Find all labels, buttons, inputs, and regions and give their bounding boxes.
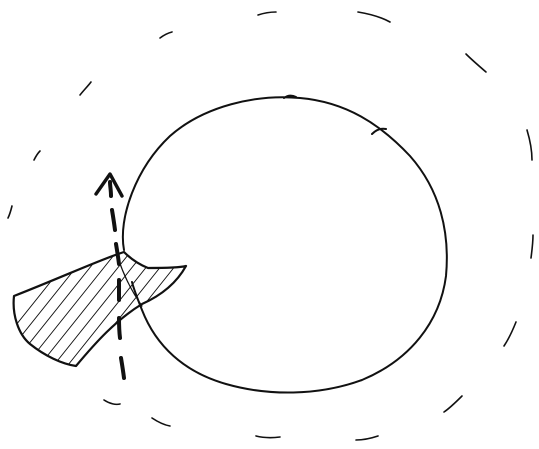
ring-dash	[8, 206, 12, 218]
hatched-wedge	[0, 180, 272, 380]
ring-dash	[466, 54, 486, 72]
ring-dash	[358, 12, 390, 22]
hatch-line	[0, 180, 146, 380]
arrow-shaft-dash	[116, 244, 119, 264]
ring-dash	[34, 151, 40, 160]
ring-dash	[104, 400, 120, 404]
arrow-shaft-dash	[112, 210, 115, 230]
ring-dash	[258, 12, 276, 15]
ring-dash	[256, 436, 280, 438]
central-circle	[123, 96, 447, 393]
circle-outline	[123, 97, 447, 392]
ring-dash	[444, 396, 462, 412]
dashed-arrow	[96, 174, 124, 378]
ring-dash	[152, 418, 170, 426]
ring-dash	[504, 322, 516, 346]
wedge-outline	[14, 252, 186, 366]
ring-dash	[531, 235, 533, 258]
ring-dash	[160, 32, 172, 38]
arrow-shaft-dash	[110, 182, 111, 196]
ring-dash	[527, 130, 532, 160]
ring-dash	[80, 82, 91, 95]
ring-dash	[356, 436, 378, 440]
arrow-shaft-dash	[121, 358, 124, 378]
outer-dashed-ring	[8, 12, 533, 440]
arrow-shaft-dash	[119, 318, 120, 338]
